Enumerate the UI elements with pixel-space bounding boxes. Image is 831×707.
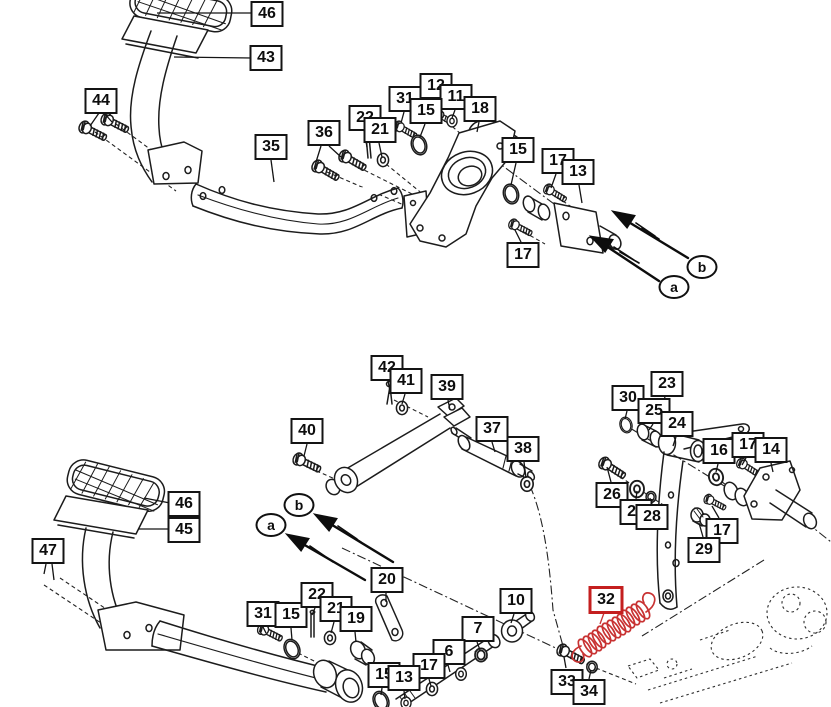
bolt-17-upper-bottom [506, 216, 535, 240]
ball-joint-10 [500, 610, 536, 643]
phantom-frame-outline [627, 586, 828, 704]
washer-38 [520, 475, 534, 493]
washer-21-lower [323, 630, 337, 646]
view-reference-arrows [284, 210, 690, 582]
washer-17-lower-mid [425, 681, 439, 697]
washer-21-upper [376, 152, 390, 168]
washer-6-jam [454, 667, 468, 681]
bolt-17-upper-top [541, 181, 570, 206]
pivot-hub [312, 659, 364, 703]
bolt-31-lower [255, 621, 285, 645]
boss-19 [349, 640, 376, 666]
nut-7 [474, 647, 488, 663]
snap-ring-15-mid [500, 181, 522, 207]
bolt-33 [554, 641, 588, 668]
upper-pedal-arm [129, 30, 203, 185]
nut-34 [586, 660, 598, 674]
bolt-40 [290, 450, 324, 477]
shaft-13 [553, 202, 622, 254]
bolt-36-a [309, 157, 343, 185]
lower-pedal-plate [53, 495, 149, 539]
oring-30 [617, 415, 635, 435]
cross-brace-35 [190, 183, 404, 235]
bolt-26 [596, 454, 629, 483]
washer-13-lower [400, 696, 412, 707]
bolt-17-right-bottom [701, 492, 729, 514]
spring-32-highlighted [571, 592, 656, 663]
callout-leader-lines [43, 12, 774, 700]
rod-end-37 [450, 426, 536, 481]
upper-pedal-plate [121, 15, 209, 59]
plug-29 [690, 507, 711, 527]
lower-pedal-pad [66, 459, 166, 513]
bolt-36-b [336, 147, 370, 175]
shaft-14 [723, 460, 818, 530]
lower-brace [151, 620, 331, 693]
link-plate-20 [374, 594, 404, 642]
lower-pedal-arm [81, 527, 185, 651]
bushings-upper [522, 195, 551, 221]
link-rod-39 [325, 397, 471, 496]
bolt-44-b [98, 110, 132, 137]
